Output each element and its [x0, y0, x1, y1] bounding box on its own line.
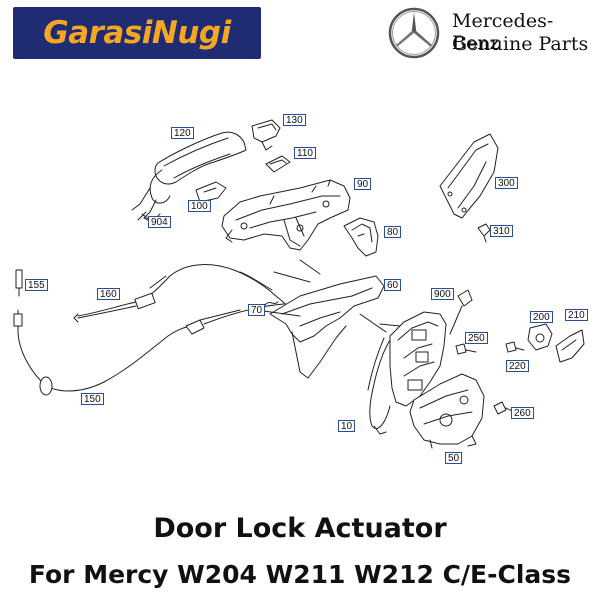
part-label-160: 160 [97, 288, 120, 300]
part-label-260: 260 [511, 407, 534, 419]
part-label-300: 300 [495, 177, 518, 189]
cover-part [439, 133, 499, 219]
mercedes-star-icon [388, 7, 440, 59]
brand-name: GarasiNugi [43, 15, 231, 51]
product-title: Door Lock Actuator [153, 513, 447, 544]
part-label-50: 50 [445, 452, 463, 464]
lock-actuator-part [367, 311, 447, 435]
part-label-120: 120 [171, 127, 194, 139]
part-label-70: 70 [248, 304, 266, 316]
bracket-part [343, 217, 379, 257]
part-label-10: 10 [338, 420, 356, 432]
part-label-310: 310 [490, 225, 513, 237]
part-label-90: 90 [354, 178, 372, 190]
clip-part [477, 223, 491, 243]
part-label-900: 900 [431, 288, 454, 300]
part-label-60: 60 [384, 279, 402, 291]
latch-housing-part [409, 373, 485, 449]
part-label-100: 100 [188, 200, 211, 212]
manufacturer-name: Mercedes-Benz [452, 10, 554, 54]
screw-250-part [455, 343, 477, 355]
parts-diagram [13, 119, 585, 449]
cable-end-part [15, 269, 23, 297]
leader-lines [199, 259, 401, 333]
latch-small-parts [505, 323, 585, 363]
inner-panel-part [269, 275, 385, 379]
product-subtitle: For Mercy W204 W211 W212 C/E-Class [28, 560, 572, 589]
long-cable-part [13, 303, 285, 396]
part-label-155: 155 [25, 279, 48, 291]
part-label-80: 80 [384, 226, 402, 238]
part-label-150: 150 [81, 393, 104, 405]
cable-part [73, 263, 307, 323]
gasket-part [265, 155, 291, 173]
handle-cap-part [251, 119, 281, 151]
part-label-220: 220 [506, 360, 529, 372]
part-label-110: 110 [294, 147, 316, 159]
small-cover-part [195, 181, 227, 203]
part-label-904: 904 [148, 216, 171, 228]
handle-carrier-part [221, 179, 351, 251]
part-label-200: 200 [530, 311, 553, 323]
brand-logo: GarasiNugi [13, 7, 261, 59]
manufacturer-subtitle: Genuine Parts [452, 33, 589, 55]
connector-part [449, 289, 473, 335]
part-label-130: 130 [283, 114, 306, 126]
part-label-250: 250 [465, 332, 488, 344]
part-label-210: 210 [565, 309, 588, 321]
